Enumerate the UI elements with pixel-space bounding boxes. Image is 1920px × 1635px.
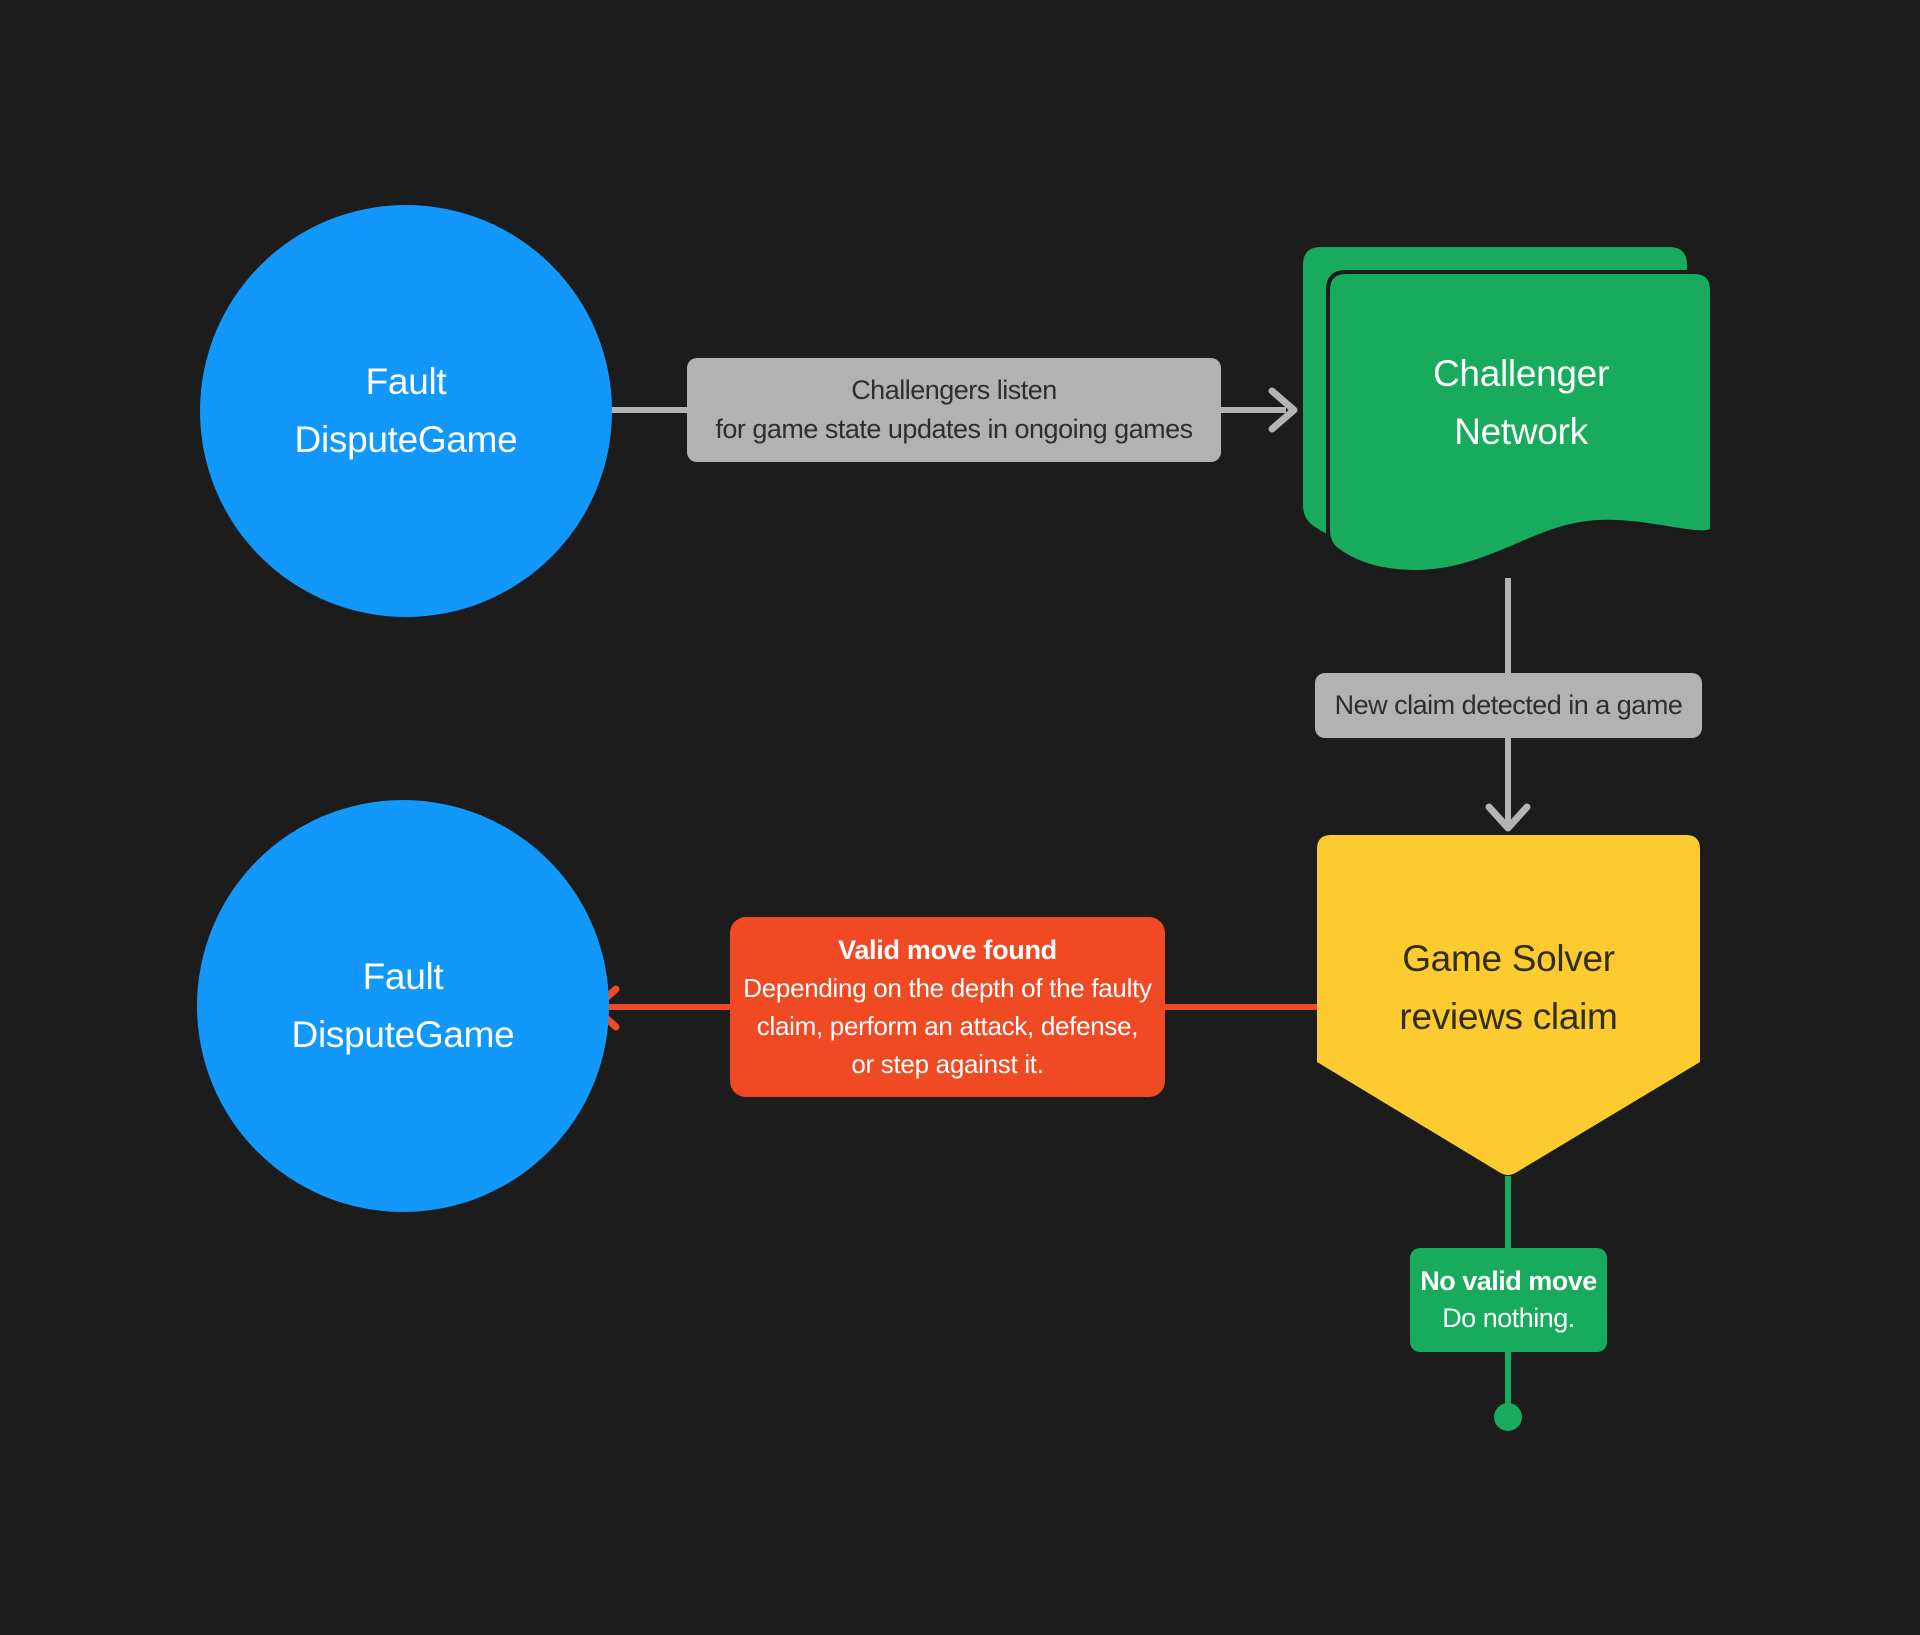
node-label: Fault xyxy=(365,361,447,402)
node-label: reviews claim xyxy=(1399,996,1618,1037)
label-text: Depending on the depth of the faulty xyxy=(743,973,1152,1003)
label-no-valid-move: No valid move Do nothing. xyxy=(1410,1248,1607,1352)
label-text: New claim detected in a game xyxy=(1334,690,1683,720)
label-text: for game state updates in ongoing games xyxy=(715,414,1193,444)
node-label: DisputeGame xyxy=(291,1014,515,1055)
connector-end-dot-icon xyxy=(1494,1403,1522,1431)
label-new-claim-detected: New claim detected in a game xyxy=(1315,673,1702,738)
node-fault-dispute-game-top: Fault DisputeGame xyxy=(200,205,612,617)
connector-new-claim-arrowhead-icon xyxy=(1485,803,1531,832)
node-label: Network xyxy=(1454,411,1588,452)
game-solver-pentagon xyxy=(1317,835,1700,1175)
label-text: Challengers listen xyxy=(851,375,1057,405)
node-label: DisputeGame xyxy=(294,419,518,460)
node-game-solver-label: Game Solver reviews claim xyxy=(1317,929,1700,1047)
node-challenger-network-label: Challenger Network xyxy=(1330,343,1712,463)
label-text: Do nothing. xyxy=(1442,1303,1575,1333)
label-text: claim, perform an attack, defense, xyxy=(756,1011,1139,1041)
label-challengers-listen: Challengers listen for game state update… xyxy=(687,358,1221,462)
node-fault-dispute-game-bottom: Fault DisputeGame xyxy=(197,800,609,1212)
label-title: No valid move xyxy=(1420,1266,1597,1296)
node-label: Fault xyxy=(362,956,444,997)
node-label: Game Solver xyxy=(1402,938,1615,979)
label-valid-move-found: Valid move found Depending on the depth … xyxy=(730,917,1165,1097)
node-label: Challenger xyxy=(1433,353,1609,394)
label-title: Valid move found xyxy=(838,935,1057,965)
label-text: or step against it. xyxy=(851,1049,1044,1079)
challenger-network-flag-front xyxy=(1326,270,1714,574)
connector-listen-arrowhead-icon xyxy=(1268,387,1298,433)
